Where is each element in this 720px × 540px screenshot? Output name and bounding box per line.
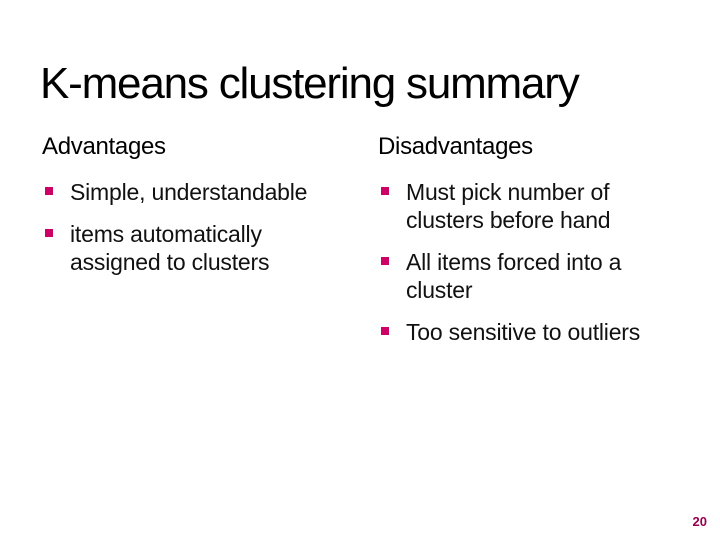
disadvantages-list: Must pick number of clusters before hand… [378, 178, 688, 346]
square-bullet-icon [381, 257, 389, 265]
disadvantages-header: Disadvantages [378, 133, 533, 160]
disadvantages-column: Disadvantages Must pick number of cluste… [378, 133, 688, 360]
list-item: Must pick number of clusters before hand [378, 178, 678, 234]
square-bullet-icon [45, 229, 53, 237]
list-item-text: Must pick number of clusters before hand [406, 179, 611, 233]
list-item: All items forced into a cluster [378, 248, 678, 304]
list-item-text: items automatically assigned to clusters [70, 221, 270, 275]
advantages-header: Advantages [42, 133, 166, 160]
list-item-text: Simple, understandable [70, 179, 308, 205]
list-item-text: All items forced into a cluster [406, 249, 622, 303]
slide-title: K-means clustering summary [40, 59, 580, 109]
list-item: Simple, understandable [42, 178, 332, 206]
page-number: 20 [692, 514, 707, 529]
advantages-list: Simple, understandable items automatical… [42, 178, 332, 276]
square-bullet-icon [381, 187, 389, 195]
advantages-column: Advantages Simple, understandable items … [42, 133, 342, 290]
square-bullet-icon [45, 187, 53, 195]
list-item: items automatically assigned to clusters [42, 220, 332, 276]
list-item: Too sensitive to outliers [378, 318, 678, 346]
square-bullet-icon [381, 327, 389, 335]
list-item-text: Too sensitive to outliers [406, 319, 641, 345]
